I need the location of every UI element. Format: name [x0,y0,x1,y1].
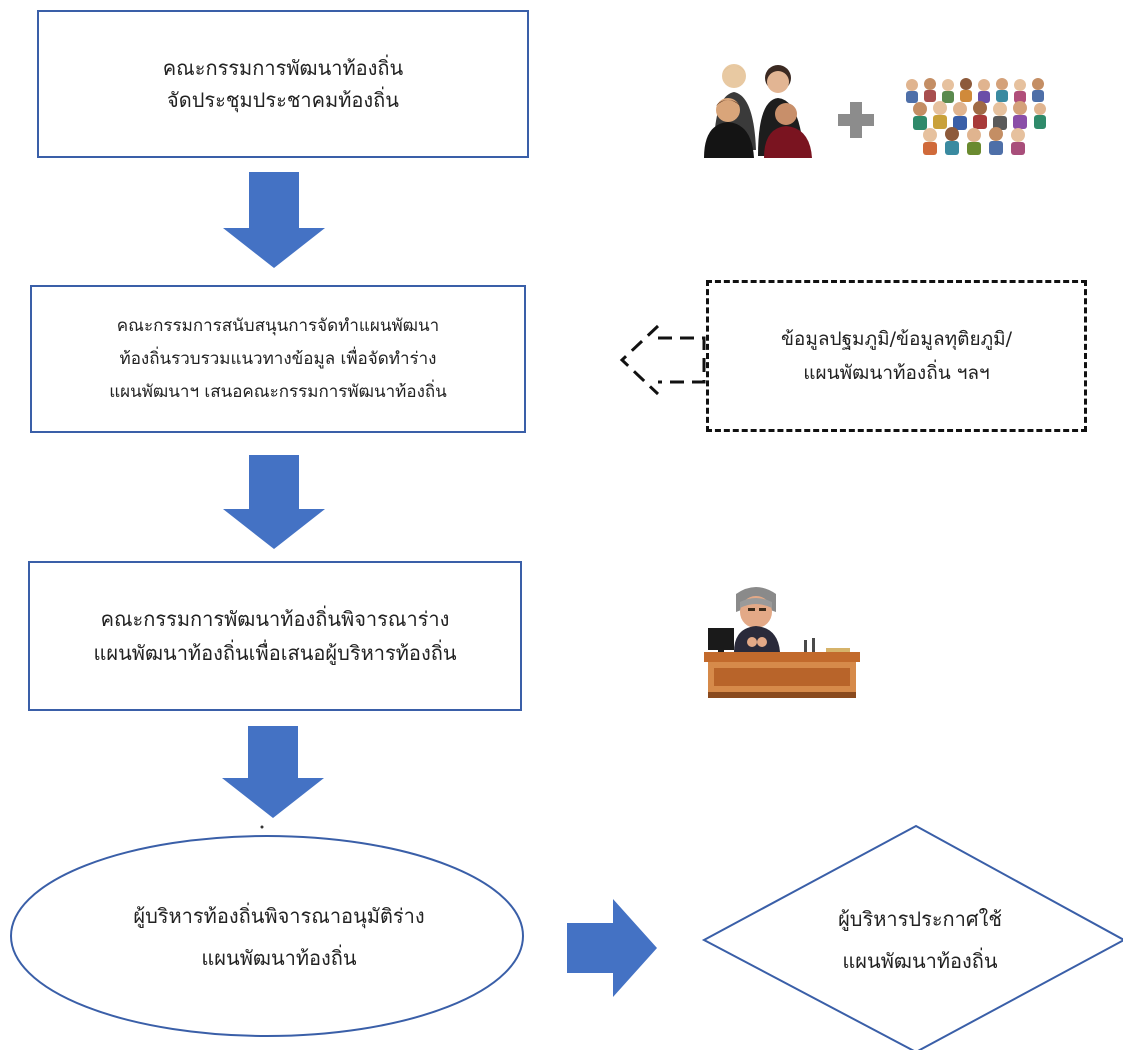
step3-box: คณะกรรมการพัฒนาท้องถิ่นพิจารณาร่าง แผนพั… [28,561,522,711]
dashed-left-arrow [619,324,706,396]
right-arrow [567,899,657,997]
step5-line-2: แผนพัฒนาท้องถิ่น [842,949,998,973]
step4-line-2: แผนพัฒนาท้องถิ่น [201,946,357,970]
step2-box: คณะกรรมการสนับสนุนการจัดทำแผนพัฒนา ท้องถ… [30,285,526,433]
step2-line-2: ท้องถิ่นรวบรวมแนวทางข้อมูล เพื่อจัดทำร่า… [119,348,437,369]
step3-line-2: แผนพัฒนาท้องถิ่นเพื่อเสนอผู้บริหารท้องถิ… [93,641,457,665]
step5-line-1: ผู้บริหารประกาศใช้ [838,907,1002,931]
down-arrow-3 [222,726,324,818]
step1-box: คณะกรรมการพัฒนาท้องถิ่น จัดประชุมประชาคม… [37,10,529,158]
data-source-line-2: แผนพัฒนาท้องถิ่น ฯลฯ [803,362,990,384]
plus-icon [838,102,874,138]
data-source-box: ข้อมูลปฐมภูมิ/ข้อมูลทุติยภูมิ/ แผนพัฒนาท… [706,280,1087,432]
executive-at-desk-icon [704,587,860,698]
step3-line-1: คณะกรรมการพัฒนาท้องถิ่นพิจารณาร่าง [100,607,450,631]
data-source-line-1: ข้อมูลปฐมภูมิ/ข้อมูลทุติยภูมิ/ [780,328,1013,350]
step5-text: ผู้บริหารประกาศใช้ แผนพัฒนาท้องถิ่น [720,870,1120,1010]
step1-line-1: คณะกรรมการพัฒนาท้องถิ่น [162,56,404,80]
meeting-people-icon [704,64,812,158]
down-arrow-2 [223,455,325,549]
announce-diamond [701,824,1123,1050]
small-dot [260,825,264,829]
approval-ellipse [10,835,524,1037]
step1-line-2: จัดประชุมประชาคมท้องถิ่น [167,88,399,112]
crowd-icon [906,78,1046,155]
step4-line-1: ผู้บริหารท้องถิ่นพิจารณาอนุมัติร่าง [133,904,425,928]
down-arrow-1 [223,172,325,268]
step2-line-3: แผนพัฒนาฯ เสนอคณะกรรมการพัฒนาท้องถิ่น [109,381,447,402]
step4-text: ผู้บริหารท้องถิ่นพิจารณาอนุมัติร่าง แผนพ… [40,872,518,1002]
step2-line-1: คณะกรรมการสนับสนุนการจัดทำแผนพัฒนา [116,315,440,336]
